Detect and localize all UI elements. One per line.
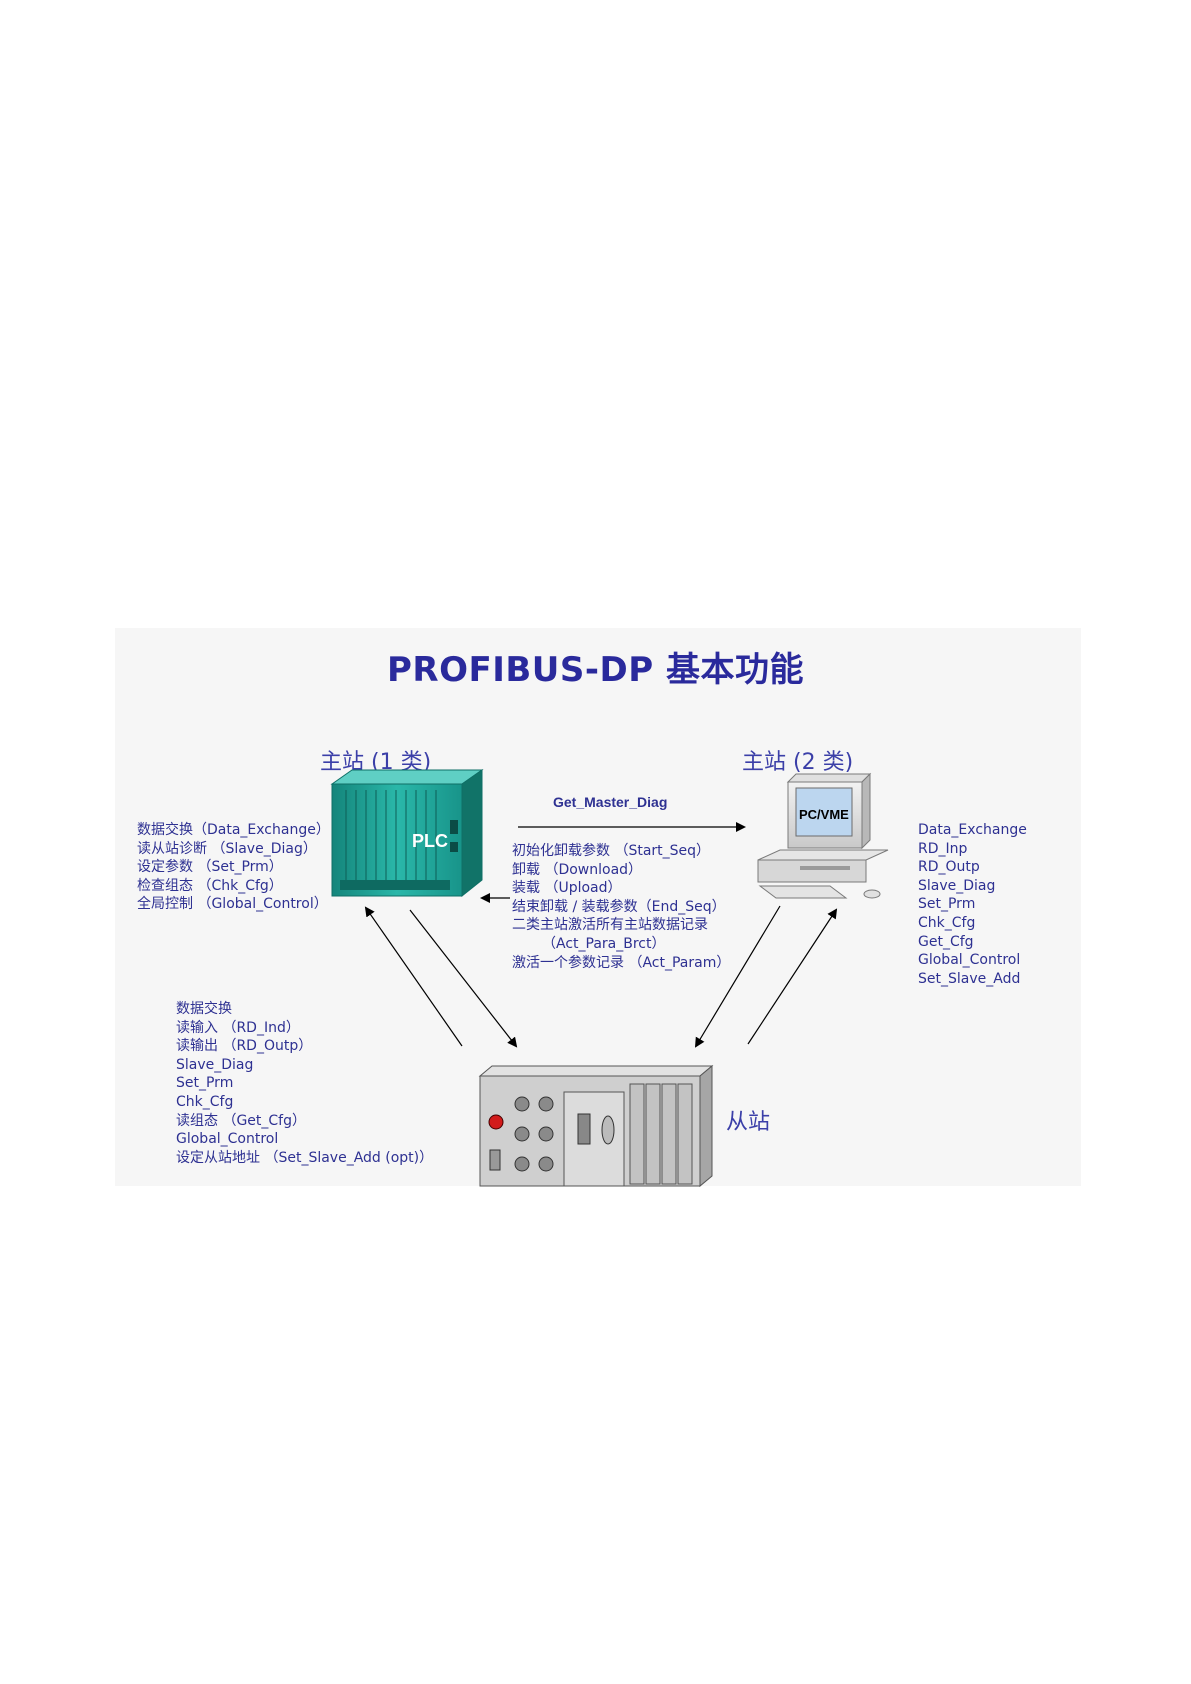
diagram-title: PROFIBUS-DP 基本功能 <box>387 650 804 690</box>
master2-function-list: Data_Exchange RD_Inp RD_Outp Slave_Diag … <box>918 821 1027 988</box>
slave-module-icon <box>478 1064 714 1188</box>
list-item: 读输入 （RD_Ind） <box>176 1019 300 1036</box>
list-item: 读输出 （RD_Outp） <box>176 1038 313 1055</box>
list-item: Global_Control <box>918 952 1021 969</box>
list-item: 读组态 （Get_Cfg） <box>176 1112 306 1129</box>
connection-arrows <box>364 822 838 1048</box>
list-item: 设定参数 （Set_Prm） <box>137 859 283 876</box>
list-item: 数据交换（Data_Exchange） <box>137 822 330 838</box>
list-item: （Act_Para_Brct） <box>542 935 666 952</box>
list-item: 读从站诊断 （Slave_Diag） <box>137 840 317 857</box>
list-item: Data_Exchange <box>918 822 1027 838</box>
list-item: 设定从站地址 （Set_Slave_Add (opt)） <box>176 1149 434 1166</box>
list-item: 装载 （Upload） <box>512 880 622 897</box>
get-master-diag-label: Get_Master_Diag <box>553 794 668 810</box>
master2-label: 主站 (2 类) <box>742 750 854 775</box>
list-item: 二类主站激活所有主站数据记录 <box>512 917 708 934</box>
list-item: 结束卸载 / 装载参数（End_Seq） <box>512 898 726 915</box>
list-item: Global_Control <box>176 1131 279 1148</box>
list-item: RD_Outp <box>918 859 980 876</box>
slave-function-list: 数据交换 读输入 （RD_Ind） 读输出 （RD_Outp） Slave_Di… <box>176 1000 433 1167</box>
list-item: Slave_Diag <box>918 877 996 894</box>
pc-vme-text: PC/VME <box>799 807 849 822</box>
list-item: Set_Prm <box>918 896 976 913</box>
plc-rack-icon <box>330 769 484 898</box>
list-item: 全局控制 （Global_Control） <box>137 896 328 913</box>
pc-vme-icon <box>757 772 889 899</box>
plc-text: PLC <box>412 831 448 851</box>
arrow-slave-to-master2 <box>747 908 838 1045</box>
list-item: Set_Prm <box>176 1075 234 1092</box>
list-item: Get_Cfg <box>918 933 974 950</box>
list-item: Slave_Diag <box>176 1056 254 1073</box>
arrow-master1-to-slave <box>409 909 518 1048</box>
list-item: Set_Slave_Add <box>918 970 1021 987</box>
arrow-slave-to-master1 <box>364 906 463 1047</box>
list-item: RD_Inp <box>918 840 968 857</box>
list-item: 数据交换 <box>176 1001 232 1017</box>
list-item: Chk_Cfg <box>176 1093 234 1110</box>
master-link-function-list: 初始化卸载参数 （Start_Seq） 卸载 （Download） 装载 （Up… <box>512 842 730 972</box>
list-item: Chk_Cfg <box>918 914 976 931</box>
list-item: 卸载 （Download） <box>512 861 643 878</box>
list-item: 初始化卸载参数 （Start_Seq） <box>512 843 711 859</box>
list-item: 检查组态 （Chk_Cfg） <box>137 877 283 894</box>
slave-label: 从站 <box>726 1110 771 1135</box>
list-item: 激活一个参数记录 （Act_Param） <box>512 954 731 971</box>
arrow-master2-to-slave <box>694 905 781 1048</box>
master1-function-list: 数据交换（Data_Exchange） 读从站诊断 （Slave_Diag） 设… <box>137 821 330 914</box>
